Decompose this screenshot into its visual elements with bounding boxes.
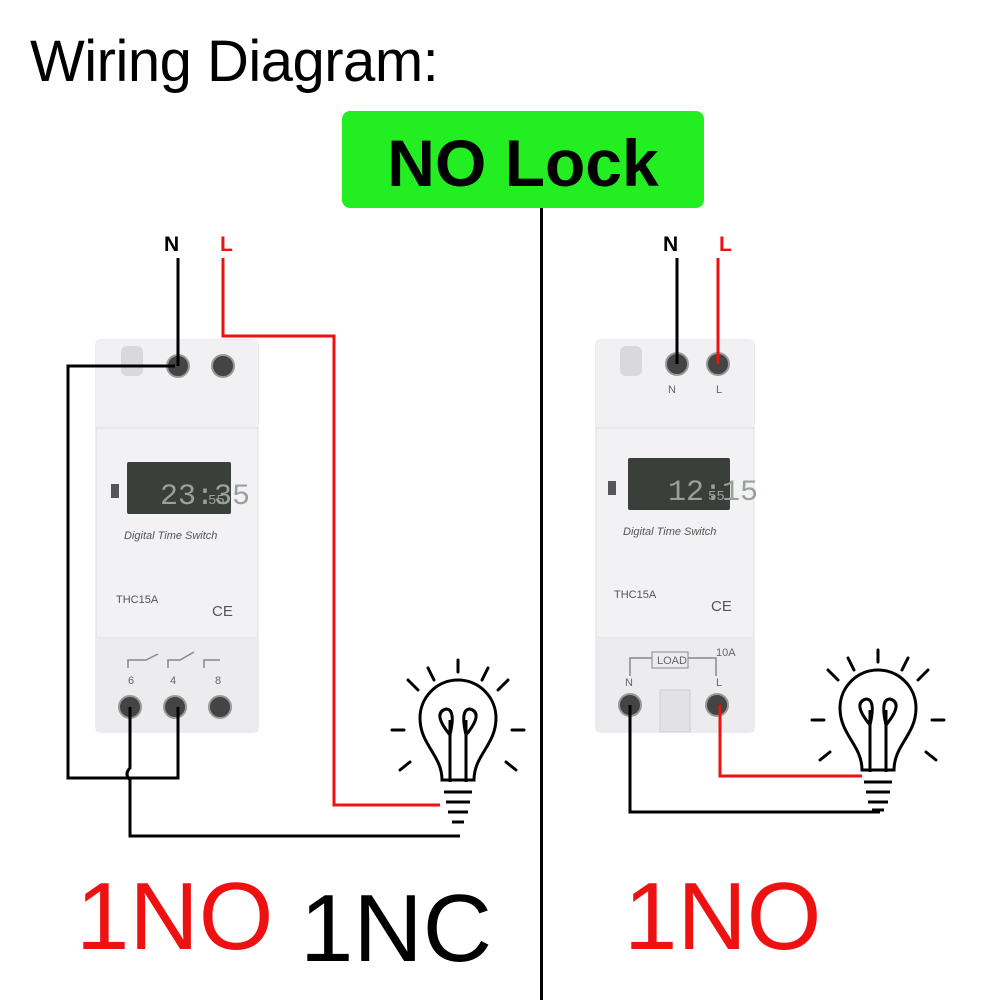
left-bulb-icon — [390, 658, 526, 824]
right-bottom-l-label: L — [716, 677, 722, 689]
right-rating: 10A — [716, 647, 736, 659]
left-display-seconds: 55 — [208, 493, 225, 509]
right-neutral-load — [628, 705, 880, 814]
center-divider — [540, 208, 543, 1000]
left-wires — [66, 258, 460, 838]
right-display-seconds: 55 — [708, 489, 725, 505]
right-bulb-icon — [810, 648, 946, 812]
left-caption-black: 1NC — [300, 875, 493, 982]
left-timer-device: 23:35 55 Digital Time Switch THC15A CE 6… — [95, 339, 259, 733]
right-top-n-label: N — [668, 384, 676, 396]
right-timer-device: 12:15 55 Digital Time Switch THC15A CE N… — [595, 339, 758, 733]
right-bottom-n-label: N — [625, 677, 633, 689]
left-terminal-6-label: 6 — [128, 675, 134, 687]
left-model: THC15A — [116, 594, 159, 606]
left-device-label: Digital Time Switch — [124, 530, 217, 542]
left-terminal-4-label: 4 — [170, 675, 176, 687]
mode-badge-label: NO Lock — [387, 126, 659, 200]
left-screw-l — [211, 354, 235, 378]
right-live-load — [718, 705, 862, 778]
right-device-label: Digital Time Switch — [623, 526, 716, 538]
left-ce-mark: CE — [212, 603, 233, 620]
right-model: THC15A — [614, 589, 657, 601]
right-screw-bottom-l — [705, 693, 729, 717]
left-terminal-8-label: 8 — [215, 675, 221, 687]
right-top-l-label: L — [716, 384, 722, 396]
left-display-time: 23:35 — [160, 480, 250, 514]
left-live-wire — [221, 258, 440, 807]
left-caption-red: 1NO — [76, 863, 274, 970]
left-neutral-loop — [66, 364, 180, 780]
page-title: Wiring Diagram: — [30, 29, 439, 94]
right-display-time: 12:15 — [668, 476, 758, 510]
right-ce-mark: CE — [711, 598, 732, 615]
left-load-return — [125, 707, 460, 838]
left-screw-4 — [163, 695, 187, 719]
right-wires — [628, 258, 880, 814]
right-label-n: N — [663, 233, 678, 256]
right-load-label: LOAD — [657, 655, 687, 667]
left-label-n: N — [164, 233, 179, 256]
left-screw-8 — [208, 695, 232, 719]
left-label-l: L — [220, 233, 233, 256]
right-caption: 1NO — [624, 863, 822, 970]
right-label-l: L — [719, 233, 732, 256]
mode-badge: NO Lock — [342, 111, 704, 208]
right-button — [608, 481, 616, 495]
left-button — [111, 484, 119, 498]
